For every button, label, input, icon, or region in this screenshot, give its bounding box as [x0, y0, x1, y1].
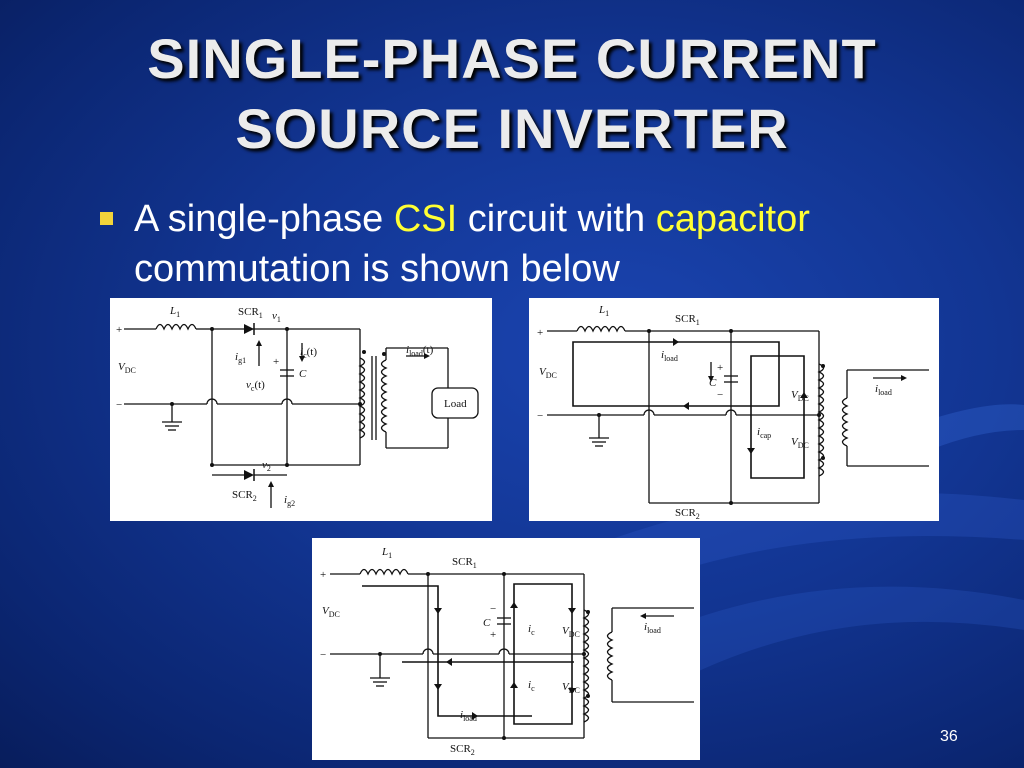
- highlight-csi: CSI: [393, 198, 458, 240]
- d1-v2-label: v2: [262, 459, 271, 473]
- d2-vdc1-label: VDC: [791, 389, 809, 403]
- d3-minus-sign: −: [320, 649, 326, 661]
- bullet-text: A single-phase CSI circuit with capacito…: [134, 194, 994, 294]
- d2-icap-label: icap: [757, 426, 771, 440]
- d3-l1-label: L1: [381, 546, 392, 560]
- d1-minus-sign: −: [116, 399, 122, 411]
- d1-iload-label: iload(t): [406, 344, 434, 358]
- d1-load-label: Load: [444, 398, 467, 410]
- d1-cap-label: C: [299, 368, 307, 380]
- circuit-diagram-2: L1 SCR1 + VDC − iload + C − VDC icap VDC…: [529, 298, 939, 521]
- d2-cap-label: C: [709, 377, 717, 389]
- bullet-text-part2: circuit with: [457, 198, 656, 240]
- d3-cap-plus: +: [490, 629, 496, 641]
- d3-vdc2-label: VDC: [562, 681, 580, 695]
- d2-vdc-label: VDC: [539, 366, 557, 380]
- bullet-text-part1: A single-phase: [134, 198, 394, 240]
- d3-cap-minus: −: [490, 603, 496, 615]
- d3-scr2-label: SCR2: [450, 743, 475, 757]
- d1-ic-label: ic(t): [300, 346, 317, 360]
- title-line-1: SINGLE-PHASE CURRENT: [147, 27, 877, 90]
- d3-plus-sign: +: [320, 569, 326, 581]
- d2-cap-plus: +: [717, 362, 723, 374]
- d3-cap-label: C: [483, 617, 491, 629]
- d2-vdc2-label: VDC: [791, 436, 809, 450]
- d2-minus-sign: −: [537, 410, 543, 422]
- d1-scr1-label: SCR1: [238, 306, 263, 320]
- d1-plus-sign: +: [116, 324, 122, 336]
- d1-cap-plus: +: [273, 356, 279, 368]
- d1-vdc-label: VDC: [118, 361, 136, 375]
- d2-scr2-label: SCR2: [675, 507, 700, 521]
- d1-ig2-label: ig2: [284, 494, 295, 508]
- d3-ic1-label: ic: [528, 623, 535, 637]
- d2-cap-minus: −: [717, 389, 723, 401]
- d2-l1-label: L1: [598, 304, 609, 318]
- d3-vdc1-label: VDC: [562, 625, 580, 639]
- square-bullet-icon: [100, 212, 113, 225]
- d3-iload-label: iload: [460, 709, 477, 723]
- slide-title: SINGLE-PHASE CURRENT SOURCE INVERTER: [0, 24, 1024, 164]
- title-line-2: SOURCE INVERTER: [235, 97, 789, 160]
- d2-iload-label: iload: [661, 349, 678, 363]
- d3-vdc-label: VDC: [322, 605, 340, 619]
- d2-plus-sign: +: [537, 327, 543, 339]
- highlight-capacitor: capacitor: [655, 198, 810, 240]
- d1-ig1-label: ig1: [235, 351, 246, 365]
- page-number: 36: [940, 728, 958, 745]
- bullet-text-part3: commutation is shown below: [134, 248, 620, 290]
- d1-vc-label: vc(t): [246, 379, 265, 393]
- d1-scr2-label: SCR2: [232, 489, 257, 503]
- circuit-diagram-3: L1 SCR1 + VDC − − C + ic VDC ic VDC iloa…: [312, 538, 700, 760]
- d1-l1-label: L1: [169, 305, 180, 319]
- d3-iload-out-label: iload: [644, 621, 661, 635]
- d2-scr1-label: SCR1: [675, 313, 700, 327]
- d2-iload-out-label: iload: [875, 383, 892, 397]
- circuit-diagram-1: L1 SCR1 v1 + VDC − ig1 ic(t) + C vc(t) i…: [110, 298, 492, 521]
- d1-v1-label: v1: [272, 310, 281, 324]
- d3-scr1-label: SCR1: [452, 556, 477, 570]
- d3-ic2-label: ic: [528, 679, 535, 693]
